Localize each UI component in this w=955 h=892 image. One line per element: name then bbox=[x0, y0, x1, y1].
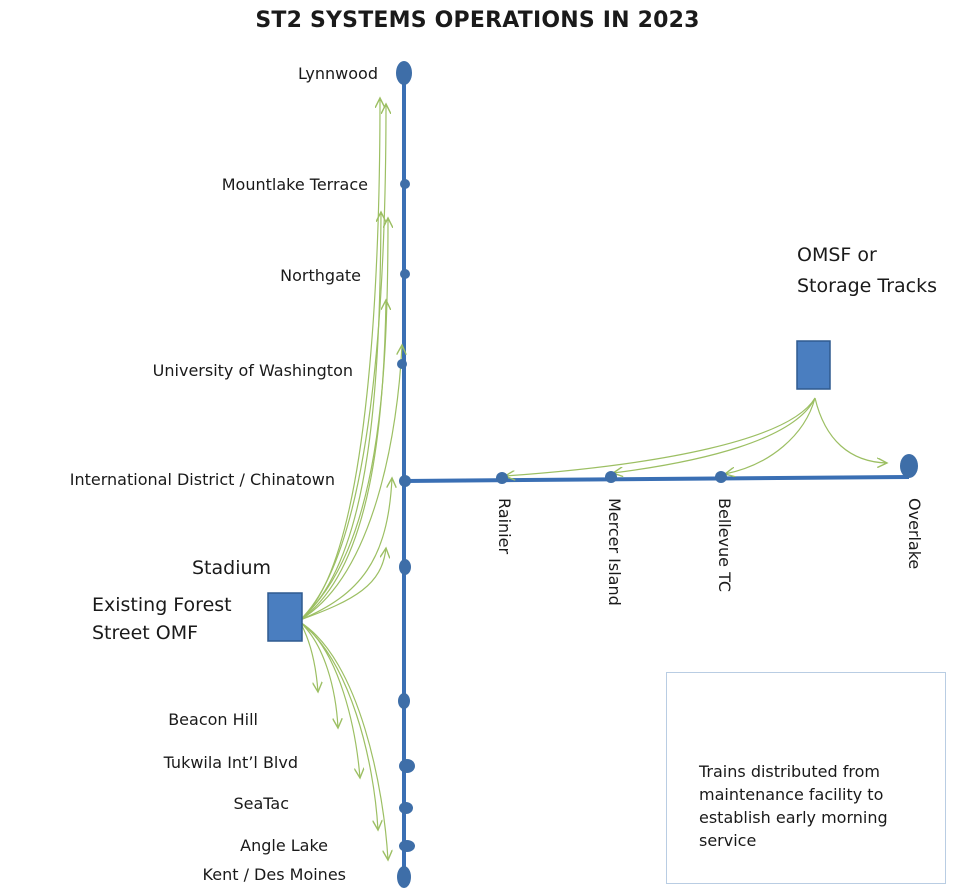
station-dot-mercer-island bbox=[605, 471, 617, 483]
arrows-north bbox=[299, 98, 402, 621]
station-label-overlake: Overlake bbox=[905, 498, 924, 570]
station-dot-international-district bbox=[399, 475, 411, 487]
station-dot-beacon-hill bbox=[398, 693, 410, 709]
east-line bbox=[403, 475, 910, 483]
diagram-title: ST2 SYSTEMS OPERATIONS IN 2023 bbox=[255, 8, 700, 33]
arrows-south bbox=[299, 621, 388, 860]
legend-text: Trains distributed from maintenance faci… bbox=[699, 762, 888, 850]
forest-street-omf-label-line2: Street OMF bbox=[92, 622, 199, 644]
station-dot-rainier bbox=[496, 472, 508, 484]
station-dot-lynnwood bbox=[396, 61, 412, 85]
east-stations bbox=[496, 454, 918, 484]
station-label-mountlake-terrace: Mountlake Terrace bbox=[221, 175, 368, 194]
station-label-stadium: Stadium bbox=[192, 557, 272, 579]
forest-street-omf-label-line1: Existing Forest bbox=[92, 594, 232, 616]
station-label-angle-lake: Angle Lake bbox=[240, 836, 328, 855]
station-dot-seatac bbox=[399, 802, 413, 814]
station-label-university: University of Washington bbox=[152, 361, 353, 380]
station-dot-northgate bbox=[400, 269, 410, 279]
station-label-rainier: Rainier bbox=[495, 498, 514, 555]
legend-box bbox=[666, 672, 946, 884]
station-label-beacon-hill: Beacon Hill bbox=[168, 710, 258, 729]
station-dot-kent-des-moines bbox=[397, 866, 411, 888]
station-label-tukwila: Tukwila Int’l Blvd bbox=[163, 753, 298, 772]
station-label-international-district: International District / Chinatown bbox=[69, 470, 335, 489]
station-label-lynnwood: Lynnwood bbox=[297, 64, 378, 83]
station-dot-overlake bbox=[900, 454, 918, 478]
omsf-label-line2: Storage Tracks bbox=[797, 275, 937, 297]
station-dot-mountlake-terrace bbox=[400, 179, 410, 189]
station-dot-university bbox=[397, 359, 407, 369]
forest-street-omf-block bbox=[267, 592, 303, 642]
omsf-label-line1: OMSF or bbox=[797, 244, 877, 266]
arrows-omsf bbox=[505, 397, 887, 476]
main-stations bbox=[396, 61, 415, 888]
station-label-bellevue: Bellevue TC bbox=[715, 498, 734, 593]
station-label-mercer-island: Mercer Island bbox=[605, 498, 624, 606]
station-dot-tukwila bbox=[399, 759, 415, 773]
omsf-block bbox=[796, 340, 831, 390]
station-dot-angle-lake bbox=[399, 840, 415, 852]
station-label-kent-des-moines: Kent / Des Moines bbox=[202, 865, 346, 884]
station-label-seatac: SeaTac bbox=[233, 794, 289, 813]
station-dot-bellevue bbox=[715, 471, 727, 483]
station-label-northgate: Northgate bbox=[280, 266, 361, 285]
station-dot-stadium bbox=[399, 559, 411, 575]
